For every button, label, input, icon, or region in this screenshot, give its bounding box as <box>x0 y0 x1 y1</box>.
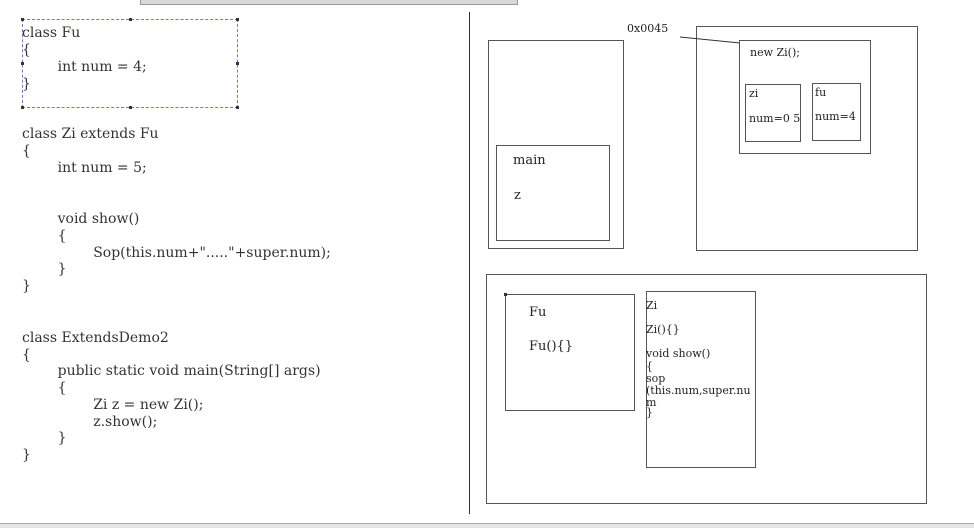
zi-class-title: Zi <box>646 299 658 312</box>
main-frame <box>496 145 610 241</box>
code-line: int num = 5; <box>22 160 147 176</box>
selection-handle[interactable] <box>21 18 24 21</box>
fu-field-box <box>812 83 861 141</box>
selection-handle[interactable] <box>236 18 239 21</box>
status-strip <box>0 523 974 528</box>
toolbar-strip <box>140 0 518 5</box>
selection-handle[interactable] <box>21 62 24 65</box>
zi-object-label: new Zi(); <box>750 46 800 59</box>
selection-handle[interactable] <box>129 106 132 109</box>
zi-object <box>739 40 871 154</box>
code-line: public static void main(String[] args) <box>22 363 321 379</box>
zi-class-box <box>646 291 756 468</box>
selection-handle[interactable] <box>236 106 239 109</box>
code-line: { <box>22 228 67 244</box>
panel-divider <box>469 12 470 514</box>
code-line: { <box>22 347 31 363</box>
code-line: } <box>22 430 67 446</box>
stack-memory <box>488 40 624 249</box>
zi-show-method: void show() <box>646 347 711 360</box>
zi-field-label: zi <box>749 87 759 100</box>
zi-field-box <box>745 84 801 142</box>
fu-constructor: Fu(){} <box>529 339 574 354</box>
main-frame-label: main <box>513 153 546 168</box>
selection-handle[interactable] <box>129 18 132 21</box>
code-line: int num = 4; <box>22 59 147 75</box>
fu-class-title: Fu <box>529 305 547 320</box>
code-line: class Zi extends Fu <box>22 126 159 142</box>
code-line: Zi z = new Zi(); <box>22 397 204 413</box>
code-line: class ExtendsDemo2 <box>22 330 169 346</box>
corner-handle <box>504 293 507 296</box>
code-line: } <box>22 261 67 277</box>
code-line: z.show(); <box>22 414 158 430</box>
code-line: } <box>22 447 31 463</box>
zi-constructor: Zi(){} <box>646 323 680 336</box>
code-line: { <box>22 143 31 159</box>
code-line: { <box>22 380 67 396</box>
zi-sop-args: (this.num,super.nu <box>646 384 751 397</box>
heap-memory <box>696 26 918 251</box>
zi-brace-close: } <box>646 406 653 419</box>
code-line: Sop(this.num+"....."+super.num); <box>22 245 331 261</box>
code-line: } <box>22 76 31 92</box>
code-line: void show() <box>22 211 140 227</box>
selection-handle[interactable] <box>21 106 24 109</box>
stack-var-z: z <box>514 188 521 203</box>
zi-brace-open: { <box>646 360 653 373</box>
code-line: } <box>22 278 31 294</box>
object-address: 0x0045 <box>627 22 669 35</box>
code-line: class Fu <box>22 25 81 41</box>
fu-field-value: num=4 <box>815 110 856 123</box>
fu-field-label: fu <box>815 86 827 99</box>
zi-sop-args-cont: m <box>646 396 657 409</box>
method-area <box>486 274 927 504</box>
code-line: { <box>22 42 31 58</box>
fu-class-box <box>505 294 635 411</box>
zi-field-value: num=0 5 <box>749 112 801 125</box>
selection-handle[interactable] <box>236 62 239 65</box>
zi-sop: sop <box>646 372 666 385</box>
